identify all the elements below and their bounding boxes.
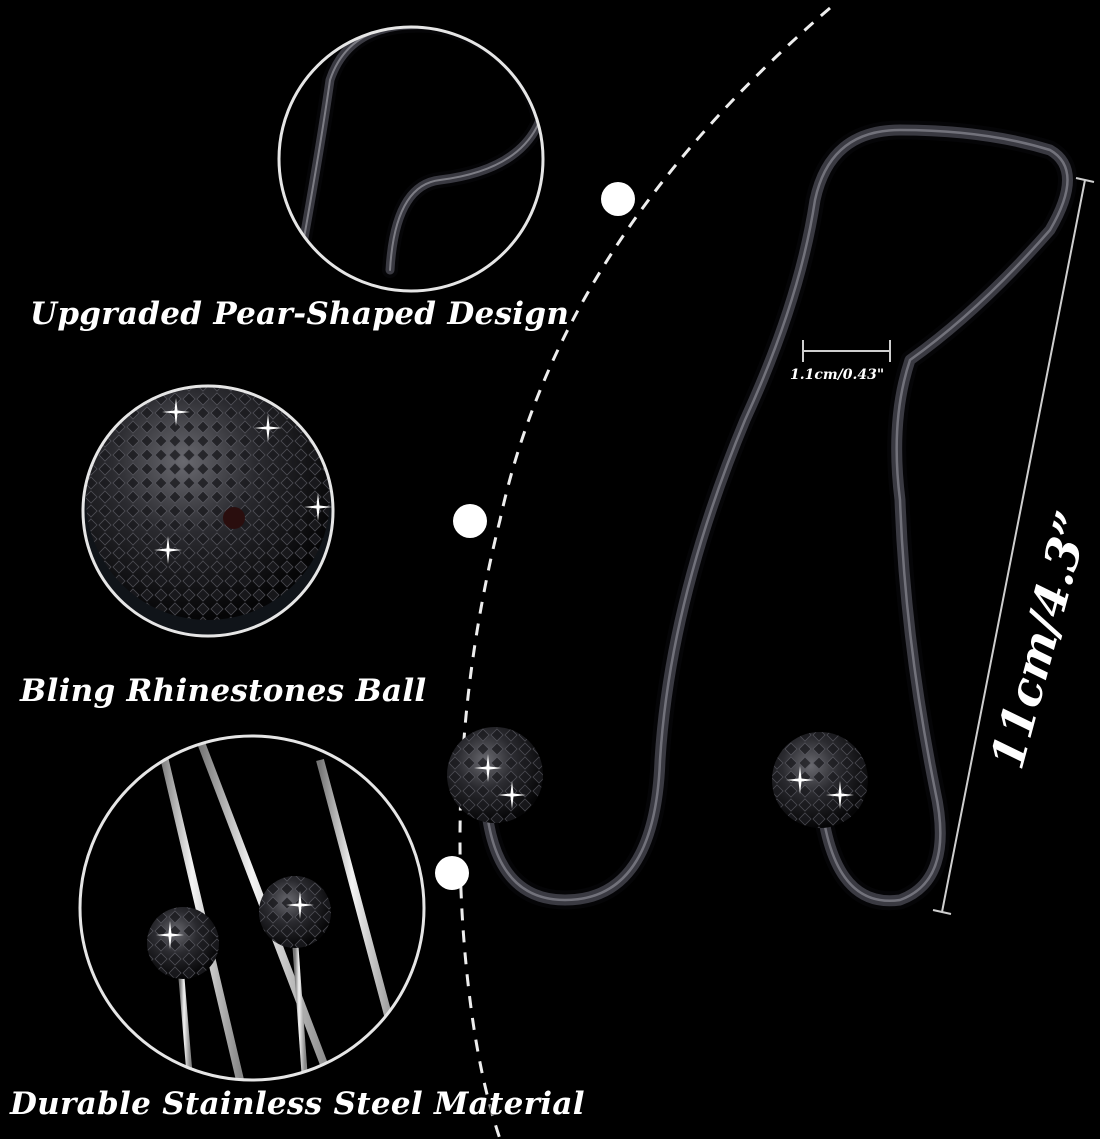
arc-dot-1 [601, 182, 635, 216]
arc-dot-3 [435, 856, 469, 890]
hook [475, 120, 1077, 911]
arc-dot-2 [453, 504, 487, 538]
height-measure [932, 177, 1095, 915]
hook-ball-left [447, 727, 543, 823]
detail-circle-ball [81, 384, 335, 638]
caption-pear-shaped: Upgraded Pear-Shaped Design [30, 296, 570, 332]
detail-circle-steel [78, 734, 426, 1082]
caption-stainless-steel: Durable Stainless Steel Material [10, 1086, 585, 1122]
caption-rhinestone-ball: Bling Rhinestones Ball [20, 673, 427, 709]
dashed-arc [458, 6, 831, 1139]
hook-ball-right [772, 732, 868, 828]
width-measure [802, 340, 891, 362]
detail-circle-pear [277, 25, 545, 293]
width-dimension-label: 1.1cm/0.43" [790, 367, 885, 383]
